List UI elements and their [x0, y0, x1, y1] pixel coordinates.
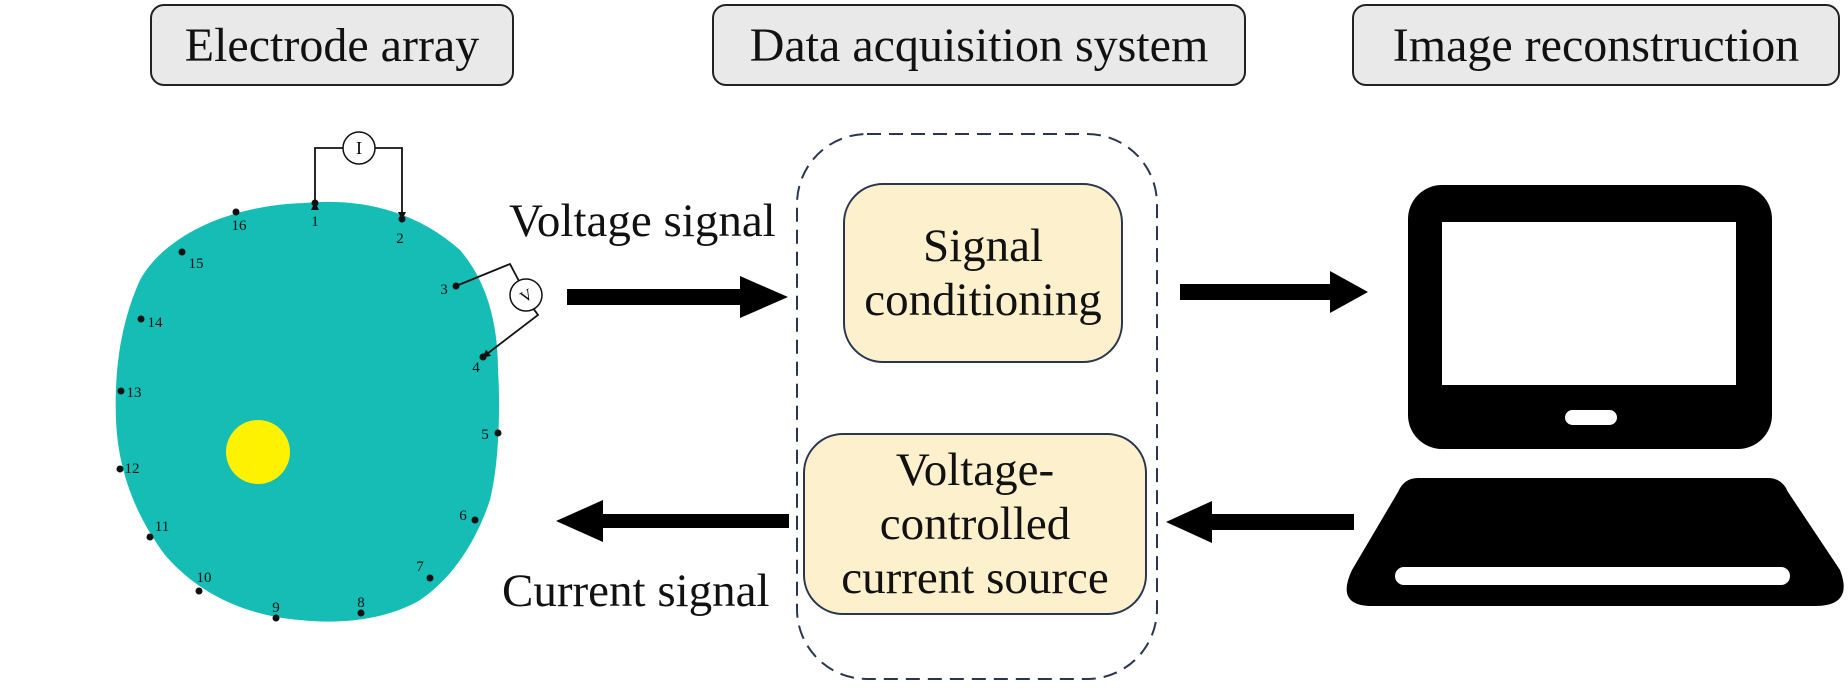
- body-shape: [115, 201, 500, 622]
- electrode-label: 6: [459, 508, 467, 524]
- electrode-label: 4: [472, 360, 480, 376]
- electrode-label: 1: [311, 214, 319, 230]
- from-computer-arrow: [1166, 501, 1354, 543]
- header-data-acquisition: Data acquisition system: [712, 4, 1246, 86]
- electrode-dot: [426, 574, 434, 582]
- electrode-label: 8: [357, 595, 365, 611]
- signal-conditioning-block: Signal conditioning: [843, 183, 1123, 363]
- electrode-label: 15: [189, 256, 204, 272]
- electrode-dot: [357, 609, 365, 617]
- laptop-keyboard: [1346, 478, 1844, 606]
- electrode-dot: [494, 429, 502, 437]
- current-source-line-1: Voltage-: [895, 443, 1055, 496]
- electrode-label: 5: [481, 427, 489, 443]
- electrode-label: 14: [148, 315, 164, 331]
- current-signal-label: Current signal: [502, 565, 770, 617]
- electrode-label: 2: [396, 231, 404, 247]
- electrode-label: 9: [272, 600, 280, 616]
- electrode-dot: [232, 208, 240, 216]
- voltage-signal-label: Voltage signal: [509, 195, 776, 247]
- current-source-line-3: current source: [841, 552, 1109, 605]
- anomaly-inclusion: [226, 420, 290, 484]
- electrode-dot: [116, 465, 124, 473]
- electrode-dot: [146, 533, 154, 541]
- laptop-icon: [1346, 185, 1844, 606]
- current-source-block: Voltage- controlled current source: [803, 433, 1147, 615]
- electrode-label: 16: [232, 218, 248, 234]
- header-image-reconstruction: Image reconstruction: [1352, 4, 1840, 86]
- electrode-dot: [178, 248, 186, 256]
- electrode-label: 7: [416, 559, 424, 575]
- header-electrode-array: Electrode array: [150, 4, 514, 86]
- signal-conditioning-line-1: Signal: [922, 219, 1044, 272]
- current-injection-circuit: [311, 147, 406, 220]
- electrode-label: 13: [127, 385, 142, 401]
- voltage-meter: [509, 278, 543, 312]
- flow-arrows: [556, 271, 1368, 543]
- electrode-dot: [195, 587, 203, 595]
- daq-container: [796, 133, 1158, 680]
- electrode-label: 12: [125, 461, 140, 477]
- voltage-measurement-circuit: [455, 262, 540, 358]
- electrode-label: 3: [440, 282, 448, 298]
- electrode-label: 11: [155, 519, 169, 535]
- electrode-dot: [272, 614, 280, 622]
- electrode-dot: [117, 387, 125, 395]
- voltage-signal-arrow: [567, 276, 788, 318]
- current-signal-arrow: [556, 500, 789, 542]
- electrode-dot: [137, 315, 145, 323]
- electrode-label: 10: [197, 570, 212, 586]
- current-meter-label: I: [356, 138, 362, 158]
- signal-conditioning-line-2: conditioning: [864, 274, 1102, 326]
- electrode-dot: [471, 516, 479, 524]
- current-source-line-2: controlled: [879, 497, 1071, 550]
- current-meter: [342, 131, 376, 165]
- to-computer-arrow: [1180, 271, 1368, 313]
